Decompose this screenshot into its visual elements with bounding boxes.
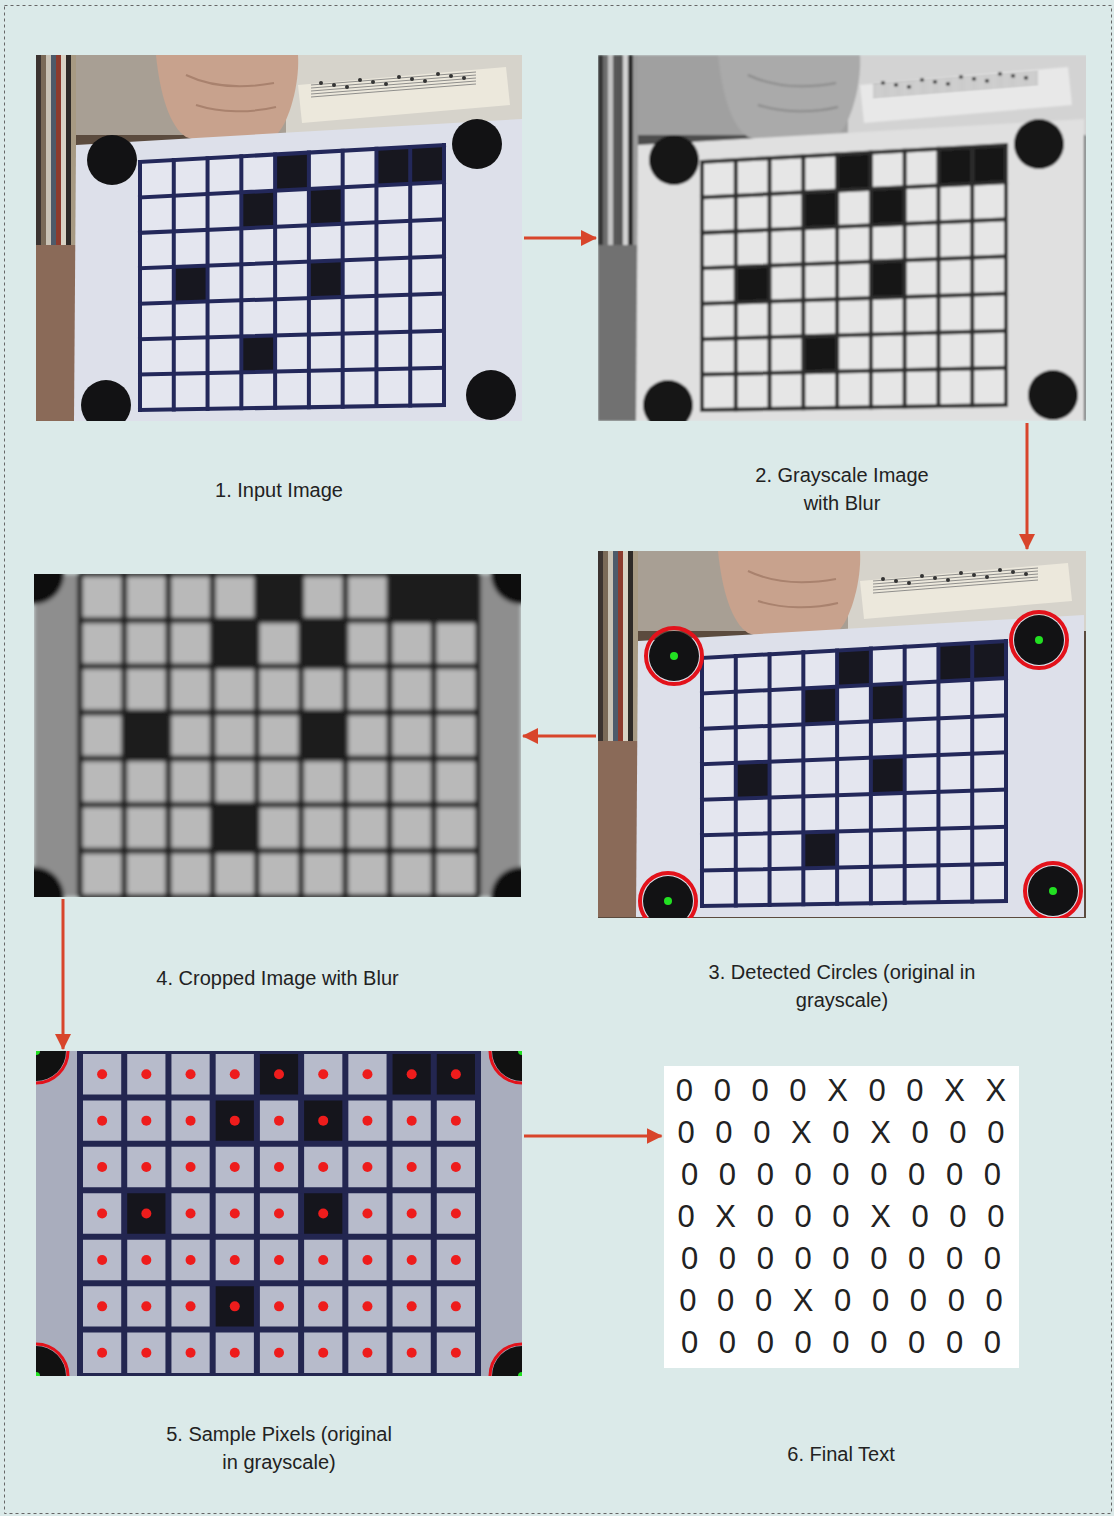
cropped-grid bbox=[34, 574, 521, 897]
image-panel: 2. Grayscale Image with Blur bbox=[598, 55, 1086, 421]
output-row: 0 0 0 0 X 0 0 X X bbox=[676, 1070, 1006, 1112]
image-panel: 1. Input Image bbox=[36, 55, 522, 421]
panel-caption: 3. Detected Circles (original in graysca… bbox=[692, 958, 992, 1014]
image-panel: 4. Cropped Image with Blur bbox=[34, 574, 521, 897]
output-row: 0 0 0 X 0 X 0 0 0 bbox=[678, 1112, 1005, 1154]
flow-arrow bbox=[524, 1135, 662, 1138]
photo bbox=[598, 551, 1086, 918]
image-panel: 5. Sample Pixels (original in grayscale) bbox=[36, 1051, 522, 1376]
image-panel: 3. Detected Circles (original in graysca… bbox=[598, 551, 1086, 918]
flow-arrow bbox=[523, 735, 596, 738]
flow-arrow bbox=[524, 237, 596, 240]
text-output-box: 0 0 0 0 X 0 0 X X0 0 0 X 0 X 0 0 00 0 0 … bbox=[664, 1066, 1019, 1368]
output-row: 0 0 0 X 0 0 0 0 0 bbox=[679, 1280, 1003, 1322]
panel-caption: 6. Final Text bbox=[661, 1440, 1021, 1468]
page-border bbox=[5, 6, 1112, 1514]
output-row: 0 0 0 0 0 0 0 0 0 bbox=[681, 1322, 1001, 1364]
photo bbox=[598, 55, 1086, 421]
flow-arrow bbox=[1026, 423, 1029, 549]
cropped-grid bbox=[36, 1051, 522, 1376]
photo bbox=[36, 55, 522, 421]
output-row: 0 0 0 0 0 0 0 0 0 bbox=[681, 1238, 1001, 1280]
output-row: 0 0 0 0 0 0 0 0 0 bbox=[681, 1154, 1001, 1196]
flow-arrow bbox=[62, 899, 65, 1049]
panel-caption: 1. Input Image bbox=[99, 476, 459, 504]
panel-caption: 4. Cropped Image with Blur bbox=[98, 964, 458, 992]
panel-caption: 2. Grayscale Image with Blur bbox=[737, 461, 947, 517]
output-row: 0 X 0 0 0 X 0 0 0 bbox=[678, 1196, 1005, 1238]
panel-caption: 5. Sample Pixels (original in grayscale) bbox=[164, 1420, 394, 1476]
